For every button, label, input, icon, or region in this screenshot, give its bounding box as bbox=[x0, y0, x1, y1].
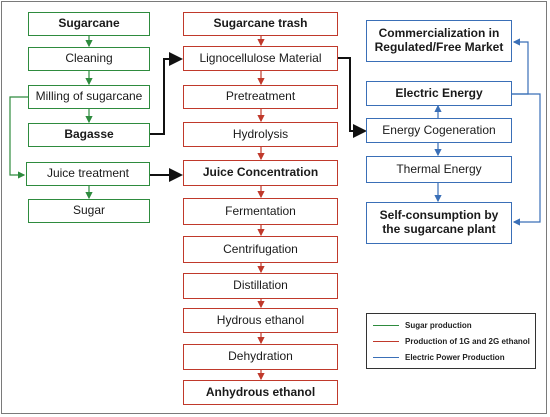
node-juice-treatment: Juice treatment bbox=[26, 162, 150, 186]
node-fermentation: Fermentation bbox=[183, 198, 338, 225]
legend-label-sugar: Sugar production bbox=[405, 321, 472, 330]
legend-label-power: Electric Power Production bbox=[405, 353, 505, 362]
legend-swatch-green bbox=[373, 325, 399, 326]
arrow-lignocellulose-cogeneration bbox=[338, 57, 367, 138]
node-sugar: Sugar bbox=[28, 199, 150, 223]
node-bagasse: Bagasse bbox=[28, 123, 150, 147]
node-lignocellulose: Lignocellulose Material bbox=[183, 46, 338, 71]
legend-label-ethanol: Production of 1G and 2G ethanol bbox=[405, 337, 530, 346]
arrow-milling-juice-treatment bbox=[9, 96, 28, 179]
node-juice-concentration: Juice Concentration bbox=[183, 160, 338, 186]
node-self-consumption: Self-consumption by the sugarcane plant bbox=[366, 202, 512, 244]
node-hydrous-ethanol: Hydrous ethanol bbox=[183, 308, 338, 333]
node-anhydrous-ethanol: Anhydrous ethanol bbox=[183, 380, 338, 405]
node-pretreatment: Pretreatment bbox=[183, 85, 338, 109]
node-energy-cogeneration: Energy Cogeneration bbox=[366, 118, 512, 143]
node-sugarcane-trash: Sugarcane trash bbox=[183, 12, 338, 36]
node-centrifugation: Centrifugation bbox=[183, 236, 338, 263]
arrow-bagasse-lignocellulose bbox=[150, 52, 183, 135]
node-milling: Milling of sugarcane bbox=[28, 85, 150, 109]
node-distillation: Distillation bbox=[183, 273, 338, 299]
legend-item-ethanol: Production of 1G and 2G ethanol bbox=[373, 337, 530, 346]
node-cleaning: Cleaning bbox=[28, 47, 150, 71]
legend-swatch-blue bbox=[373, 357, 399, 358]
arrow-electric-self bbox=[512, 93, 541, 226]
node-commercialization: Commercialization in Regulated/Free Mark… bbox=[366, 20, 512, 62]
arrow-electric-commercialization bbox=[512, 38, 529, 95]
node-thermal-energy: Thermal Energy bbox=[366, 156, 512, 183]
legend-item-power: Electric Power Production bbox=[373, 353, 505, 362]
legend: Sugar production Production of 1G and 2G… bbox=[366, 313, 536, 369]
node-sugarcane: Sugarcane bbox=[28, 12, 150, 36]
legend-item-sugar: Sugar production bbox=[373, 321, 472, 330]
legend-swatch-red bbox=[373, 341, 399, 342]
node-hydrolysis: Hydrolysis bbox=[183, 122, 338, 147]
node-dehydration: Dehydration bbox=[183, 344, 338, 370]
node-electric-energy: Electric Energy bbox=[366, 81, 512, 106]
